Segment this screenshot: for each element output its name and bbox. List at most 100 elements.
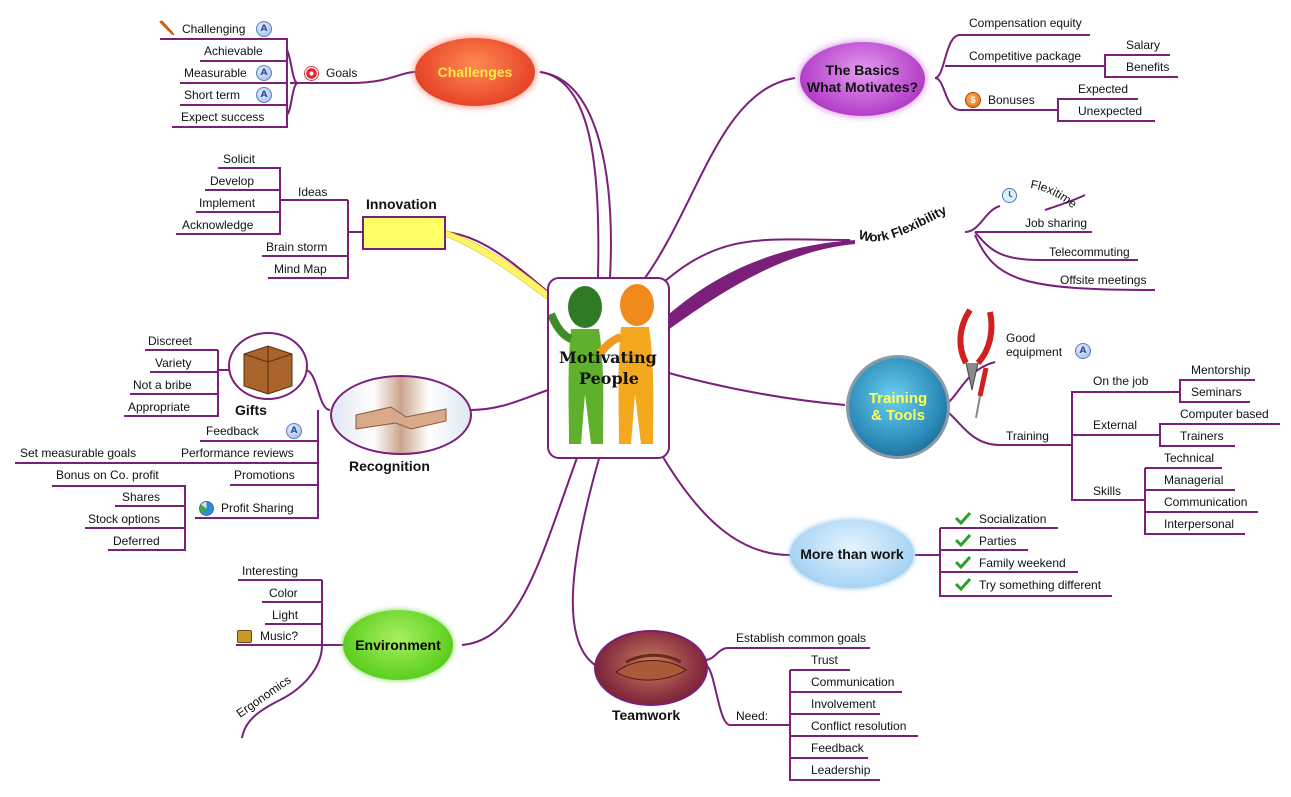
link-center-environment — [461, 454, 579, 646]
challenges-node[interactable]: Challenges — [415, 38, 535, 106]
training-mentorship: Mentorship — [1191, 363, 1251, 377]
training-label-line1: Training — [868, 390, 928, 407]
goals-label: Goals — [326, 66, 358, 80]
idea-solicit: Solicit — [223, 152, 256, 166]
svg-text:Work Flexibility: Work Flexibility — [857, 202, 949, 245]
goal-short-term: Short term — [184, 88, 241, 102]
recognition-promotions: Promotions — [234, 468, 295, 482]
checkmark-icon — [954, 533, 972, 548]
more-parties: Parties — [979, 534, 1017, 548]
environment-music: Music? — [260, 629, 299, 643]
priority-a-icon: A — [256, 87, 272, 103]
basics-competitive-package: Competitive package — [969, 49, 1082, 63]
ideas-label: Ideas — [298, 185, 328, 199]
idea-acknowledge: Acknowledge — [182, 218, 254, 232]
gift-appropriate: Appropriate — [128, 400, 191, 414]
handshake-icon — [355, 406, 447, 430]
central-node[interactable]: Motivating People — [547, 277, 670, 459]
priority-a-icon: A — [256, 65, 272, 81]
speaker-icon — [237, 630, 252, 643]
teamwork-establish-common-goals: Establish common goals — [736, 631, 867, 645]
bonus-unexpected: Unexpected — [1078, 104, 1143, 118]
more-socialization: Socialization — [979, 512, 1047, 526]
recognition-profit-sharing: Profit Sharing — [221, 501, 294, 515]
goal-expect-success: Expect success — [181, 110, 265, 124]
gift-box-icon — [228, 332, 308, 400]
innovation-label: Innovation — [366, 196, 437, 212]
gift-variety: Variety — [155, 356, 192, 370]
training-seminars: Seminars — [1191, 385, 1242, 399]
checkmark-icon — [954, 511, 972, 526]
basics-node[interactable]: The Basics What Motivates? — [800, 42, 925, 116]
training-node[interactable]: Training & Tools — [846, 355, 950, 459]
basics-compensation-equity: Compensation equity — [969, 16, 1082, 30]
environment-light: Light — [272, 608, 299, 622]
package-benefits: Benefits — [1126, 60, 1170, 74]
skill-interpersonal: Interpersonal — [1164, 517, 1235, 531]
idea-implement: Implement — [199, 196, 256, 210]
basics-bonuses: Bonuses — [988, 93, 1035, 107]
basics-label-line1: The Basics — [825, 62, 900, 78]
innovation-mind-map: Mind Map — [274, 262, 327, 276]
skill-technical: Technical — [1164, 451, 1215, 465]
training-good-equipment-line1: Good — [1006, 331, 1036, 345]
training-training-label: Training — [1006, 429, 1049, 443]
recognition-performance-reviews: Performance reviews — [181, 446, 294, 460]
training-on-the-job: On the job — [1093, 374, 1149, 388]
need-involvement: Involvement — [811, 697, 876, 711]
challenges-label: Challenges — [437, 63, 513, 80]
gift-discreet: Discreet — [148, 334, 193, 348]
skill-managerial: Managerial — [1164, 473, 1224, 487]
training-computer-based: Computer based — [1180, 407, 1269, 421]
more-family-weekend: Family weekend — [979, 556, 1066, 570]
training-external: External — [1093, 418, 1138, 432]
flexibility-thick-branch — [668, 240, 855, 330]
central-title-line1: Motivating — [559, 348, 657, 367]
recognition-node[interactable] — [330, 375, 472, 455]
skill-communication: Communication — [1164, 495, 1248, 509]
recognition-feedback: Feedback — [206, 424, 259, 438]
environment-color: Color — [269, 586, 298, 600]
hands-icon — [615, 653, 687, 681]
gift-not-a-bribe: Not a bribe — [133, 378, 192, 392]
link-center-basics — [644, 77, 796, 279]
flex-job-sharing: Job sharing — [1025, 216, 1088, 230]
profit-deferred: Deferred — [113, 534, 160, 548]
teamwork-node[interactable] — [594, 630, 708, 706]
need-trust: Trust — [811, 653, 838, 667]
need-leadership: Leadership — [811, 763, 871, 777]
link-center-challenges — [539, 71, 600, 279]
training-good-equipment-line2: equipment — [1006, 345, 1063, 359]
flex-offsite-meetings: Offsite meetings — [1060, 273, 1147, 287]
basics-label-line2: What Motivates? — [806, 79, 919, 95]
checkmark-icon — [954, 555, 972, 570]
goal-achievable: Achievable — [204, 44, 263, 58]
clock-icon — [1002, 188, 1017, 203]
pencil-icon — [159, 20, 175, 36]
innovation-node[interactable] — [362, 216, 446, 250]
link-center-recognition — [469, 389, 549, 411]
need-feedback: Feedback — [811, 741, 864, 755]
priority-a-icon: A — [1075, 343, 1091, 359]
more-than-work-node[interactable]: More than work — [790, 520, 914, 588]
tools-icon — [950, 308, 1000, 420]
link-center-more — [659, 451, 791, 556]
link-center-training — [664, 371, 846, 406]
checkmark-icon — [954, 577, 972, 592]
goal-measurable: Measurable — [184, 66, 247, 80]
dollar-coin-icon: $ — [965, 92, 981, 108]
recognition-set-measurable-goals: Set measurable goals — [20, 446, 137, 460]
link-center-innovation — [444, 231, 549, 293]
goals-icon — [304, 66, 319, 81]
link-center-flexibility — [654, 238, 851, 291]
training-trainers: Trainers — [1180, 429, 1224, 443]
idea-develop: Develop — [210, 174, 255, 188]
priority-a-icon: A — [286, 423, 302, 439]
environment-node[interactable]: Environment — [343, 610, 453, 680]
training-skills: Skills — [1093, 484, 1122, 498]
more-try-something-different: Try something different — [979, 578, 1102, 592]
link-center-teamwork — [571, 454, 601, 666]
profit-shares: Shares — [122, 490, 161, 504]
